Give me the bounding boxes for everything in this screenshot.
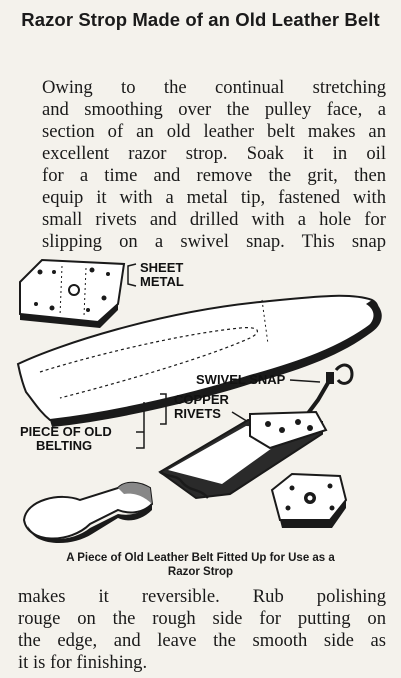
swivel-snap-leader [289,379,321,383]
label-piece-of-old-belting-1: PIECE OF OLD [20,424,112,439]
paragraph-line: rouge on the rough side for putting on [18,608,386,629]
label-copper-rivets-2: RIVETS [174,406,221,421]
flat-strop [158,410,328,500]
paragraph-line: Owing to the continual stretching [42,77,386,98]
article-title: Razor Strop Made of an Old Leather Belt [21,9,380,30]
article-paragraph-2: makes it reversible. Rub polishing rouge… [18,586,386,674]
paragraph-line: makes it reversible. Rub polishing [18,586,386,607]
paragraph-line: small rivets and drilled with a hole for [42,209,386,230]
label-sheet-metal-2: METAL [140,274,184,289]
caption-line-1: A Piece of Old Leather Belt Fitted Up fo… [66,552,335,564]
curved-belt [16,294,382,427]
paragraph-line: excellent razor strop. Soak it in oil [42,143,386,164]
paragraph-line: and smoothing over the pulley face, a [42,99,386,120]
sheet-metal-bracket [127,263,137,287]
illustration-caption: A Piece of Old Leather Belt Fitted Up fo… [6,551,395,579]
paragraph-line: section of an old leather belt makes an [42,121,386,142]
paragraph-line: slipping on a swivel snap. This snap [42,231,386,252]
caption-line-2: Razor Strop [167,566,234,578]
paragraph-line: for a time and remove the grit, then [42,165,386,186]
label-sheet-metal-1: SHEET [140,260,183,275]
strop-illustration: SHEET METAL SWIVEL SNAP COPPER [0,252,401,548]
copper-rivets-bracket [160,393,167,425]
label-piece-of-old-belting-2: BELTING [36,438,92,453]
label-swivel-snap: SWIVEL SNAP [196,372,286,387]
paragraph-line: the edge, and leave the smooth side as [18,630,386,651]
paragraph-line: equip it with a metal tip, fastened with [42,187,386,208]
strop-handle [22,481,154,544]
small-metal-tip [270,472,348,528]
article-paragraph-1: Owing to the continual stretching and sm… [18,77,386,253]
belting-bracket [136,402,145,449]
label-copper-rivets-1: COPPER [174,392,230,407]
paragraph-line: it is for finishing. [18,652,148,673]
sheet-metal-plate [19,258,126,328]
